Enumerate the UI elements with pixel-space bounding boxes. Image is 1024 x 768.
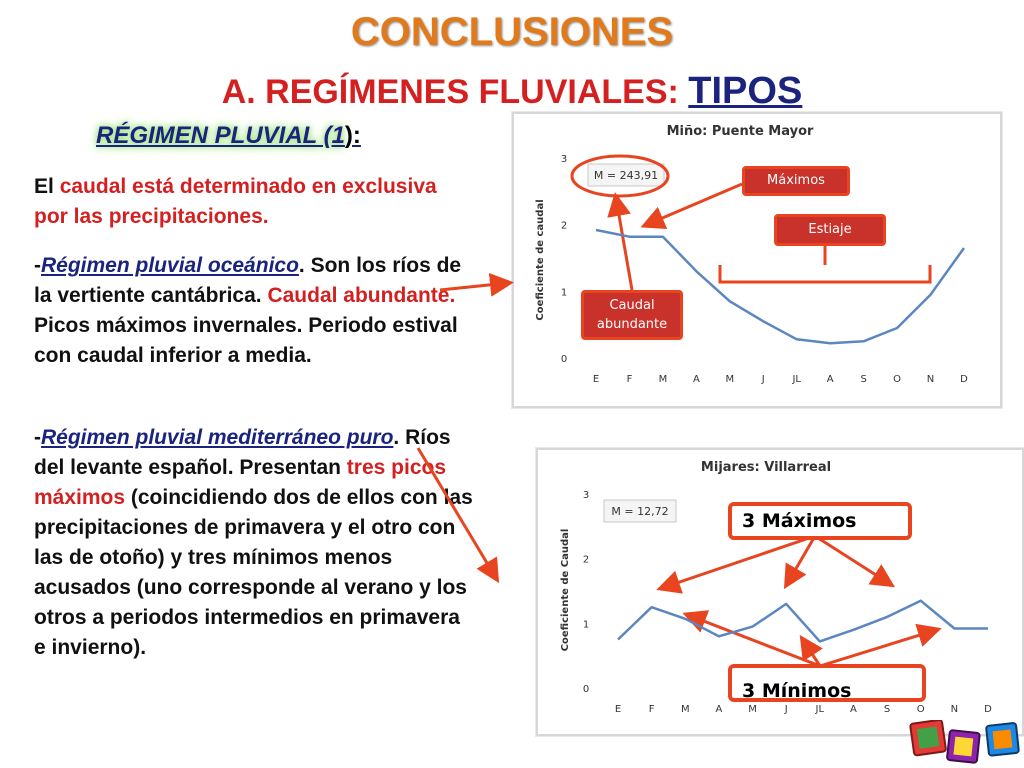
chart1-xtick: E xyxy=(593,374,599,385)
chart1-ylabel: Coeficiente de caudal xyxy=(535,199,546,320)
regimen-heading-text: RÉGIMEN PLUVIAL (1 xyxy=(96,122,345,149)
logo-blocks xyxy=(909,720,1020,764)
chart1-ytick: 3 xyxy=(561,154,567,165)
chart2-xtick: S xyxy=(884,704,890,715)
arrow-min-1 xyxy=(682,610,821,668)
oceanico-text-1: . Son los ríos de la vertiente cantábric… xyxy=(34,254,462,307)
chart1-ytick: 1 xyxy=(561,287,567,298)
regimen-heading-suffix: ): xyxy=(344,122,361,149)
chart2-mean-box xyxy=(603,499,677,523)
chart2-xtick: A xyxy=(715,704,722,715)
subtitle-prefix: A. REGÍMENES FLUVIALES: xyxy=(221,73,679,111)
chart2-series-line xyxy=(617,599,988,643)
oceanico-link[interactable]: Régimen pluvial oceánico xyxy=(41,254,299,277)
regimen-heading: RÉGIMEN PLUVIAL (1): xyxy=(96,122,361,150)
chart2-xtick: D xyxy=(984,704,992,715)
chart1-ytick: 0 xyxy=(561,354,567,365)
paragraph-intro: El caudal está determinado en exclusiva … xyxy=(34,172,474,232)
oceanico-highlight: Caudal abundante. xyxy=(267,284,456,307)
chart1-xtick: A xyxy=(827,374,834,385)
arrow-min-3 xyxy=(819,623,942,668)
arrow-caudal-abundante xyxy=(607,192,634,291)
annotation-estiaje: Estiaje xyxy=(774,214,886,246)
mediterraneo-text-1: . Ríos del levante español. Presentan xyxy=(34,426,451,479)
intro-highlight: caudal está determinado en exclusiva por… xyxy=(34,175,437,228)
chart2-xtick: J xyxy=(784,704,788,715)
chart1-xtick: D xyxy=(960,374,968,385)
chart2-xtick: E xyxy=(615,704,621,715)
chart1-ytick: 2 xyxy=(561,221,567,232)
chart2-xtick: JL xyxy=(815,704,825,715)
annotation-maximos: Máximos xyxy=(742,166,850,196)
arrow-max-2 xyxy=(783,535,817,590)
mediterraneo-text-2: (coincidiendo dos de ellos con las preci… xyxy=(34,486,473,659)
annotation-caudal-abundante: Caudal abundante xyxy=(581,290,683,340)
arrow-max-3 xyxy=(814,534,896,588)
chart1-xtick: JL xyxy=(791,374,801,385)
chart2-ylabel: Coeficiente de Caudal xyxy=(560,529,571,652)
chart1-series-line xyxy=(595,228,966,345)
chart2-xtick: O xyxy=(917,704,925,715)
logo-block-2 xyxy=(946,729,981,764)
arrow-min-2 xyxy=(799,634,823,667)
chart1-xtick: M xyxy=(725,374,734,385)
annotation-tres-maximos: 3 Máximos xyxy=(728,502,912,540)
logo-block-3 xyxy=(985,722,1020,757)
logo-block-1 xyxy=(909,720,947,757)
arrow-to-chart2 xyxy=(416,447,500,584)
chart1-xtick: A xyxy=(693,374,700,385)
chart2-ytick: 2 xyxy=(583,555,589,566)
chart-frame-mino xyxy=(512,112,1002,408)
chart1-xtick: O xyxy=(893,374,901,385)
chart2-ytick: 0 xyxy=(583,684,589,695)
chart1-title: Miño: Puente Mayor xyxy=(667,124,814,139)
estiaje-bracket xyxy=(718,265,932,284)
mediterraneo-highlight: tres picos máximos xyxy=(34,456,447,509)
chart1-mean-label: M = 243,91 xyxy=(594,169,658,182)
chart1-xtick: J xyxy=(761,374,765,385)
mediterraneo-link[interactable]: Régimen pluvial mediterráneo puro xyxy=(41,426,394,449)
chart1-xtick: N xyxy=(927,374,934,385)
chart2-mean-label: M = 12,72 xyxy=(611,505,668,518)
chart2-title: Mijares: Villarreal xyxy=(701,460,831,475)
arrow-to-chart1 xyxy=(439,272,514,297)
chart1-xtick: M xyxy=(659,374,668,385)
chart2-xtick: F xyxy=(649,704,655,715)
chart2-xtick: N xyxy=(951,704,958,715)
chart2-xtick: A xyxy=(850,704,857,715)
oceanico-text-2: Picos máximos invernales. Periodo estiva… xyxy=(34,314,458,367)
chart2-xtick: M xyxy=(681,704,690,715)
subtitle-highlight: TIPOS xyxy=(688,70,803,112)
paragraph-mediterraneo: -Régimen pluvial mediterráneo puro. Ríos… xyxy=(34,423,474,663)
dash: - xyxy=(34,254,41,277)
chart2-ytick: 1 xyxy=(583,619,589,630)
page-title: CONCLUSIONES xyxy=(350,10,674,54)
chart2-xtick: M xyxy=(748,704,757,715)
chart2-ytick: 3 xyxy=(583,490,589,501)
chart1-xtick: F xyxy=(627,374,633,385)
chart1-mean-box xyxy=(587,163,665,187)
arrow-max-1 xyxy=(656,534,816,594)
dash: - xyxy=(34,426,41,449)
chart1-xtick: S xyxy=(860,374,866,385)
arrow-maximos xyxy=(640,182,743,229)
intro-lead: El xyxy=(34,175,60,198)
annotation-tres-minimos: 3 Mínimos xyxy=(728,664,926,702)
page-subtitle: A. REGÍMENES FLUVIALES: TIPOS xyxy=(0,70,1024,113)
paragraph-oceanico: -Régimen pluvial oceánico. Son los ríos … xyxy=(34,251,474,371)
